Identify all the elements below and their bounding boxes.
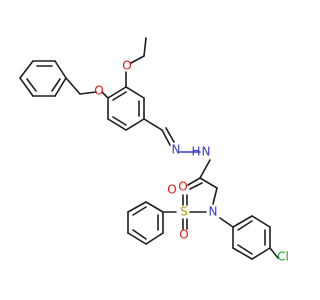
ethoxy-ch3-bond (143, 37, 147, 57)
chlorine-label: Cl (277, 250, 289, 264)
benzyl-ch2-bond (65, 77, 81, 95)
benzyl-ring (19, 60, 67, 97)
nh-carbonyl-bond (199, 159, 211, 179)
sulfonyl-sulfur-label: S (180, 205, 188, 219)
n-chlorophenyl-bond (219, 217, 234, 228)
molecule-canvas: O O N N H O N S O O Cl (19, 37, 289, 264)
ring-ch-bond (143, 118, 163, 131)
carbonyl-double-b (189, 182, 203, 190)
sulfonamide-nitrogen-label: N (209, 205, 218, 219)
sulfonyl-oxygen-upper-label: O (167, 183, 176, 197)
hydrazide-nitrogen-label: N (202, 145, 211, 159)
c-cl-bond (269, 247, 279, 259)
sulfonyl-oxygen-lower-label: O (179, 228, 188, 242)
ch2-n-bond (212, 187, 218, 205)
chlorophenyl-ring (232, 215, 271, 260)
hydrazide-hydrogen-label: H (191, 145, 200, 159)
imine-double-bond-b (165, 127, 175, 143)
ether-ring-bond (101, 91, 109, 99)
carbonyl-double-a (187, 177, 201, 186)
central-ring (107, 86, 145, 131)
ch2-oxygen-bond (79, 91, 97, 95)
imine-double-bond-a (161, 129, 171, 146)
ethoxy-ch2-bond (130, 55, 145, 64)
carbonyl-ch2-bond (199, 177, 218, 189)
molecule-structure-diagram: O O N N H O N S O O Cl (19, 37, 289, 264)
phenylsulfonyl-ring (127, 201, 164, 245)
carbonyl-oxygen-label: O (178, 180, 187, 194)
ethoxy-oxygen-label: O (122, 59, 131, 73)
ether-oxygen-label: O (94, 84, 103, 98)
imine-nitrogen-label: N (172, 143, 181, 157)
